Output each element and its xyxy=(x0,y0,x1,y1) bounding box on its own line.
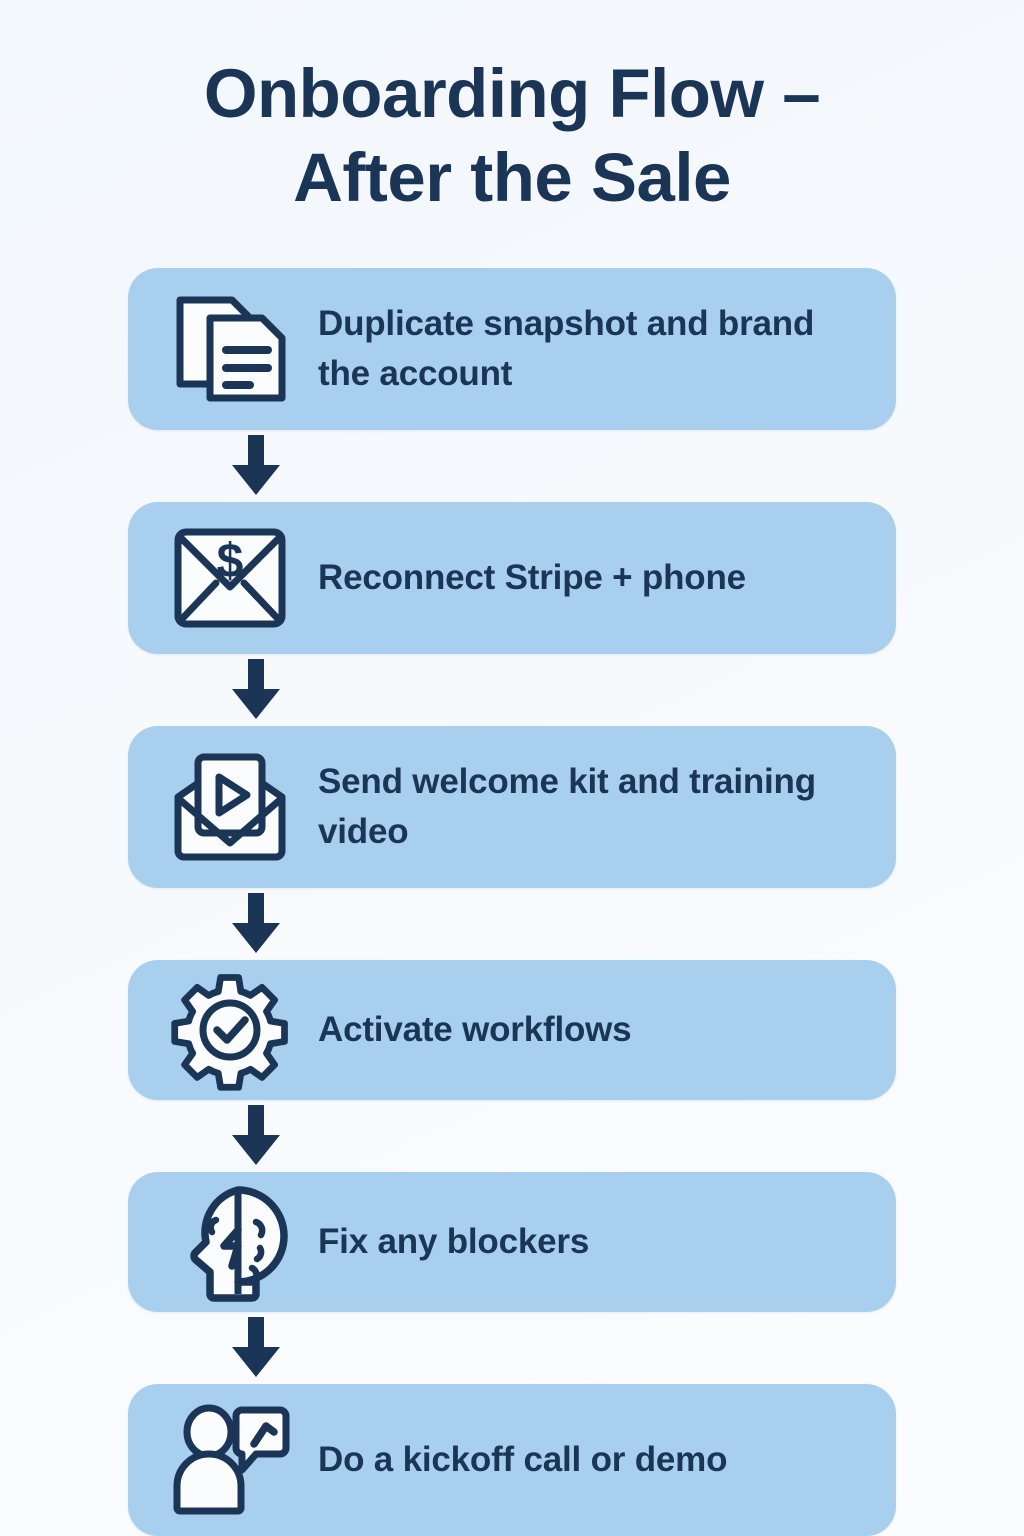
arrow-down-icon-3 xyxy=(0,888,640,960)
envelope-play-video-icon xyxy=(164,748,296,866)
arrow-down-icon-4 xyxy=(0,1100,640,1172)
arrow-down-icon-2 xyxy=(0,654,640,726)
page-title-line-1: Onboarding Flow – xyxy=(203,55,821,132)
flow-step-5[interactable]: Fix any blockers xyxy=(128,1172,896,1312)
flow-step-4[interactable]: Activate workflows xyxy=(128,960,896,1100)
svg-text:$: $ xyxy=(217,535,244,588)
flow-steps-list: Duplicate snapshot and brand the account… xyxy=(128,268,896,1536)
flow-step-6[interactable]: Do a kickoff call or demo xyxy=(128,1384,896,1536)
flow-step-1-label: Duplicate snapshot and brand the account xyxy=(318,304,815,393)
flow-step-5-label: Fix any blockers xyxy=(318,1222,590,1262)
arrow-down-icon-5 xyxy=(0,1312,640,1384)
person-speech-bubble-icon xyxy=(164,1401,296,1519)
page-title-line-2: After the Sale xyxy=(293,139,731,217)
envelope-dollar-icon: $ xyxy=(164,519,296,637)
gear-check-icon xyxy=(164,971,296,1091)
flow-step-2[interactable]: $ Reconnect Stripe + phone xyxy=(128,502,896,654)
flow-step-3-label: Send welcome kit and training video xyxy=(318,762,816,851)
flow-step-1[interactable]: Duplicate snapshot and brand the account xyxy=(128,268,896,430)
head-brain-bolt-icon xyxy=(164,1183,296,1302)
page-title: Onboarding Flow – After the Sale xyxy=(0,52,1024,220)
flow-step-3[interactable]: Send welcome kit and training video xyxy=(128,726,896,888)
flow-step-4-label: Activate workflows xyxy=(318,1010,632,1050)
flow-step-2-label: Reconnect Stripe + phone xyxy=(318,558,746,598)
flow-step-6-label: Do a kickoff call or demo xyxy=(318,1440,728,1480)
duplicate-documents-icon xyxy=(164,290,296,408)
arrow-down-icon-1 xyxy=(0,430,640,502)
